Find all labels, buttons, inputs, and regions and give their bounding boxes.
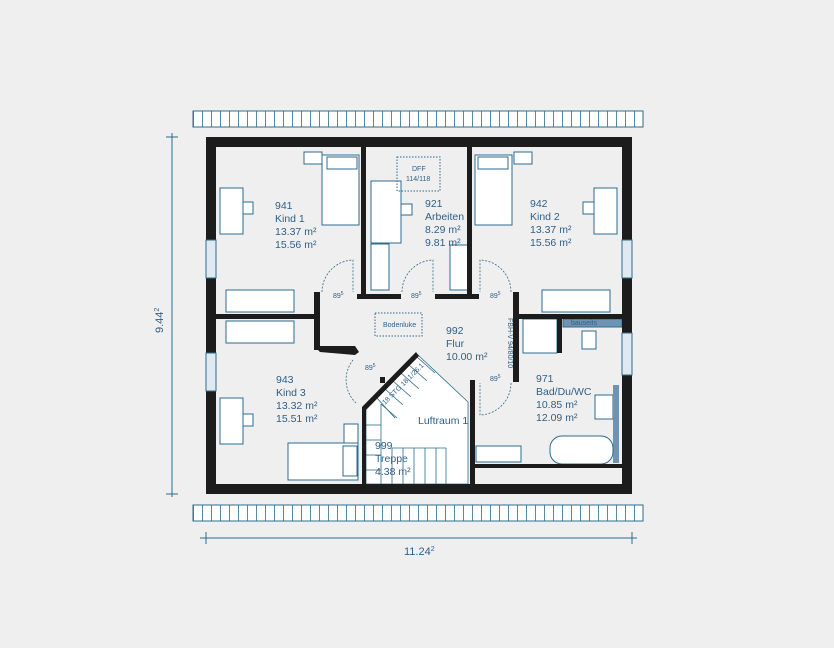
svg-text:15.56 m²: 15.56 m² [530, 237, 572, 249]
svg-text:895: 895 [333, 291, 344, 300]
svg-text:942: 942 [530, 198, 548, 210]
furniture [219, 151, 623, 481]
dff-label: DFF [412, 166, 426, 173]
svg-text:Arbeiten: Arbeiten [425, 211, 464, 223]
dimension-vertical [166, 133, 178, 497]
svg-text:999: 999 [375, 440, 393, 452]
svg-text:Kind 2: Kind 2 [530, 211, 560, 223]
svg-text:15.51 m²: 15.51 m² [276, 413, 318, 425]
luftraum-label: Luftraum 1 [418, 415, 468, 427]
svg-text:12.09 m²: 12.09 m² [536, 412, 578, 424]
svg-text:971: 971 [536, 373, 554, 385]
svg-text:992: 992 [446, 325, 464, 337]
bodenluke-label: Bodenluke [383, 322, 416, 329]
walls [206, 137, 632, 494]
roof-overhang-top [192, 110, 644, 128]
door-swings [321, 259, 512, 416]
svg-text:895: 895 [490, 291, 501, 300]
svg-text:895: 895 [365, 363, 376, 372]
svg-text:Treppe: Treppe [375, 453, 408, 465]
svg-text:895: 895 [490, 374, 501, 383]
bauseits-label: bauseits [571, 320, 598, 327]
svg-text:941: 941 [275, 200, 293, 212]
svg-text:921: 921 [425, 198, 443, 210]
roof-overhang-bottom [192, 504, 644, 522]
svg-text:4.38 m²: 4.38 m² [375, 466, 411, 478]
height-dimension: 9.442 [154, 308, 166, 333]
dff-size: 114/118 [406, 176, 430, 183]
svg-text:13.32 m²: 13.32 m² [276, 400, 318, 412]
svg-text:895: 895 [411, 291, 422, 300]
svg-text:943: 943 [276, 374, 294, 386]
attic-hatch [374, 312, 423, 337]
svg-text:8.29 m²: 8.29 m² [425, 224, 461, 236]
svg-text:13.37 m²: 13.37 m² [530, 224, 572, 236]
fbh-label: FBH-V 94/80/10 [506, 318, 513, 368]
svg-text:Kind 3: Kind 3 [276, 387, 306, 399]
door-widths: 895 895 895 895 895 [333, 291, 501, 383]
svg-text:13.37 m²: 13.37 m² [275, 226, 317, 238]
svg-text:9.81 m²: 9.81 m² [425, 237, 461, 249]
dimension-horizontal [200, 532, 637, 544]
svg-text:15.56 m²: 15.56 m² [275, 239, 317, 251]
svg-text:10.00 m²: 10.00 m² [446, 351, 488, 363]
svg-text:Kind 1: Kind 1 [275, 213, 305, 225]
svg-text:10.85 m²: 10.85 m² [536, 399, 578, 411]
svg-text:Bad/Du/WC: Bad/Du/WC [536, 386, 592, 398]
windows [205, 239, 633, 392]
roof-window [396, 156, 441, 192]
width-dimension: 11.242 [404, 546, 435, 558]
svg-text:Flur: Flur [446, 338, 465, 350]
